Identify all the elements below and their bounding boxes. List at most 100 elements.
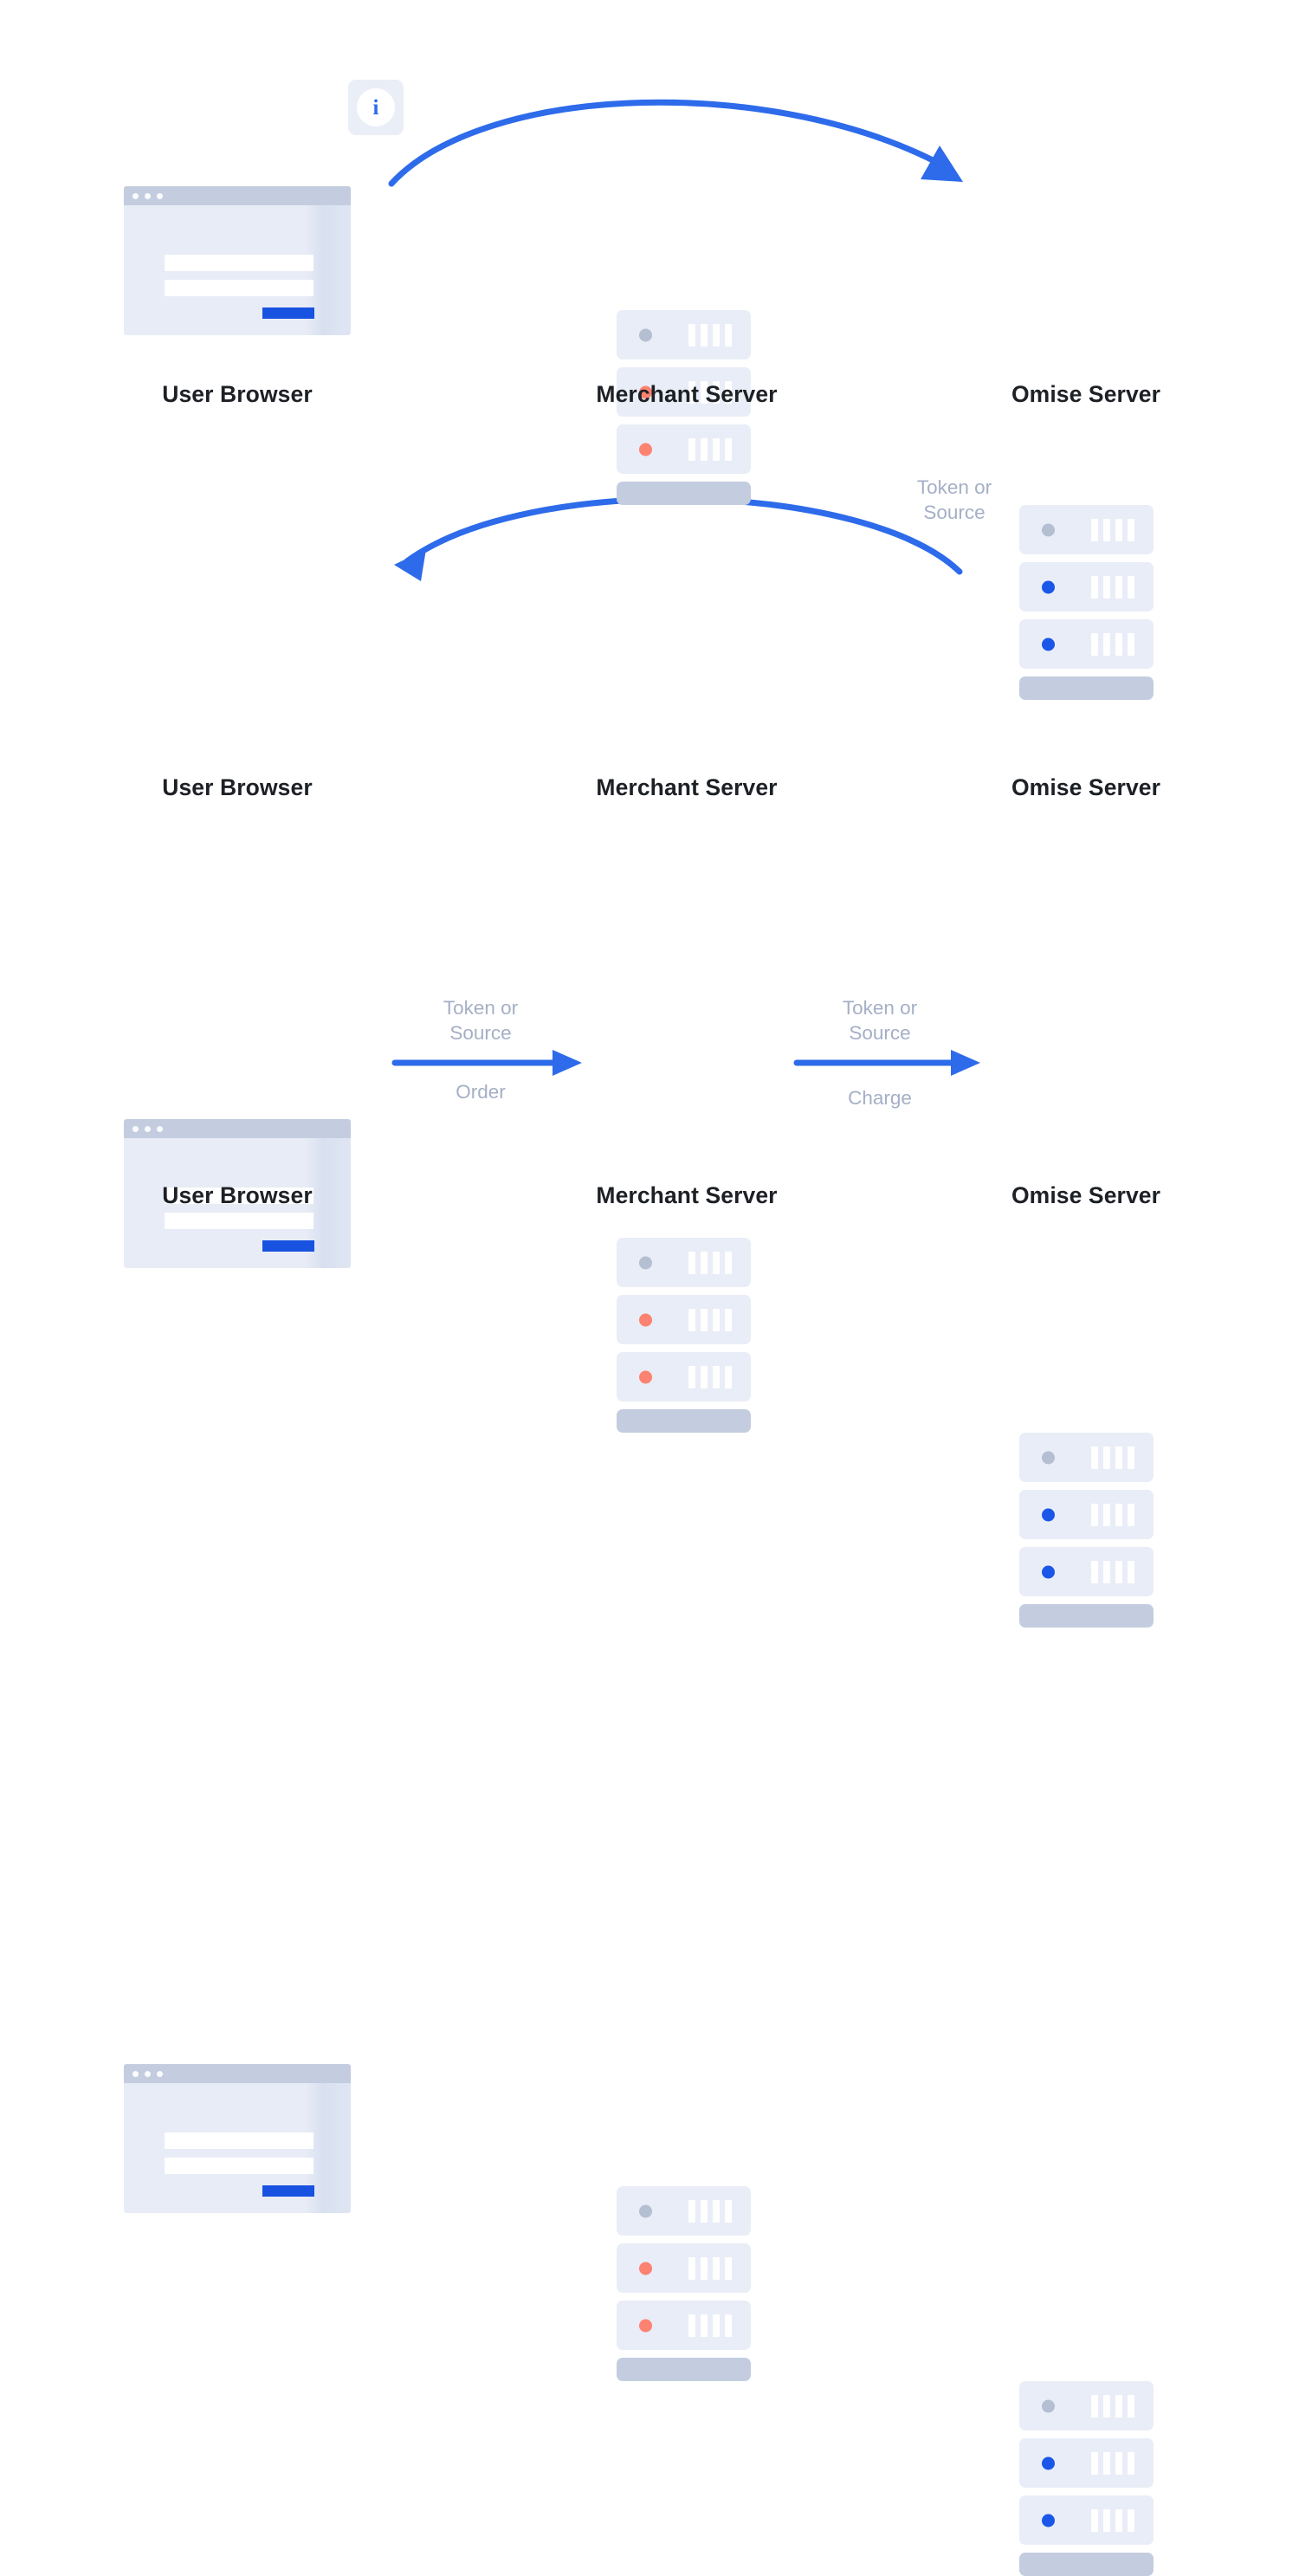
rack-vents-icon — [1091, 518, 1134, 541]
status-led-grey-icon — [639, 1256, 652, 1269]
rack-unit — [617, 1352, 751, 1401]
window-dot-close-icon — [132, 193, 139, 199]
rack-unit — [1019, 505, 1154, 554]
user-browser-window — [124, 1119, 351, 1268]
arc-omise-to-browser — [394, 495, 963, 581]
merchant-server-rack — [617, 310, 751, 505]
rack-vents-icon — [1091, 2394, 1134, 2417]
rack-vents-icon — [1091, 1560, 1134, 1583]
status-led-blue-icon — [1042, 1565, 1055, 1578]
caption-user-browser: User Browser — [162, 1182, 313, 1208]
rack-vents-icon — [688, 2314, 732, 2337]
status-led-red-icon — [639, 2319, 652, 2332]
rack-unit — [1019, 2381, 1154, 2430]
browser-window-dots — [132, 1126, 163, 1132]
window-dot-minimize-icon — [145, 1126, 151, 1132]
status-led-blue-icon — [1042, 638, 1055, 650]
rack-unit — [617, 424, 751, 474]
status-led-blue-icon — [1042, 1508, 1055, 1521]
caption-user-browser: User Browser — [162, 774, 313, 800]
browser-titlebar — [124, 1119, 351, 1138]
rack-unit — [1019, 1433, 1154, 1482]
rack-base — [617, 482, 751, 505]
status-led-blue-icon — [1042, 2514, 1055, 2527]
browser-titlebar — [124, 186, 351, 205]
rack-vents-icon — [1091, 2508, 1134, 2532]
browser-submit-button[interactable] — [262, 2185, 314, 2197]
caption-merchant-server: Merchant Server — [596, 774, 778, 800]
caption-omise-server: Omise Server — [1011, 381, 1161, 407]
rack-unit — [617, 367, 751, 417]
omise-server-rack — [1019, 505, 1154, 700]
omise-server-rack — [1019, 2381, 1154, 2576]
info-glyph: i — [357, 88, 395, 126]
rack-vents-icon — [1091, 575, 1134, 599]
status-led-red-icon — [639, 1313, 652, 1326]
browser-submit-button[interactable] — [262, 307, 314, 319]
status-led-red-icon — [639, 443, 652, 456]
status-led-grey-icon — [1042, 1451, 1055, 1464]
rack-unit — [1019, 562, 1154, 612]
rack-unit — [617, 310, 751, 359]
caption-merchant-server: Merchant Server — [596, 381, 778, 407]
rack-unit — [1019, 2438, 1154, 2488]
caption-omise-server: Omise Server — [1011, 1182, 1161, 1208]
window-dot-minimize-icon — [145, 193, 151, 199]
status-led-grey-icon — [639, 328, 652, 341]
window-dot-close-icon — [132, 1126, 139, 1132]
omise-server-rack — [1019, 1433, 1154, 1628]
window-dot-maximize-icon — [157, 2071, 163, 2077]
arrow-label-charge: Charge — [848, 1087, 912, 1109]
browser-window-dots — [132, 193, 163, 199]
browser-submit-button[interactable] — [262, 1240, 314, 1252]
rack-vents-icon — [1091, 2451, 1134, 2475]
status-led-red-icon — [639, 385, 652, 398]
browser-input-field[interactable] — [165, 1188, 313, 1204]
status-led-grey-icon — [1042, 2399, 1055, 2412]
rack-vents-icon — [688, 380, 732, 404]
rack-unit — [617, 2301, 751, 2350]
browser-input-field[interactable] — [165, 2158, 313, 2174]
browser-input-field[interactable] — [165, 1213, 313, 1229]
caption-merchant-server: Merchant Server — [596, 1182, 778, 1208]
diagram-canvas: i — [124, 80, 1161, 2576]
merchant-server-rack — [617, 2186, 751, 2381]
user-browser-window — [124, 186, 351, 335]
window-dot-maximize-icon — [157, 193, 163, 199]
user-browser-window — [124, 2064, 351, 2213]
status-led-blue-icon — [1042, 2456, 1055, 2469]
browser-input-field[interactable] — [165, 2133, 313, 2149]
caption-user-browser: User Browser — [162, 381, 313, 407]
browser-input-field[interactable] — [165, 280, 313, 296]
rack-vents-icon — [688, 1365, 732, 1388]
status-led-red-icon — [639, 2262, 652, 2275]
info-icon[interactable]: i — [348, 80, 404, 135]
status-led-grey-icon — [639, 2204, 652, 2217]
rack-base — [617, 1409, 751, 1433]
arrow-label-order: Order — [456, 1081, 506, 1103]
arrow-label-token-or-source: Token or Source — [842, 997, 918, 1044]
window-dot-maximize-icon — [157, 1126, 163, 1132]
status-led-blue-icon — [1042, 580, 1055, 593]
rack-vents-icon — [688, 1251, 732, 1274]
rack-vents-icon — [688, 1308, 732, 1331]
rack-unit — [1019, 2495, 1154, 2545]
arrow-merchant-to-omise — [793, 1050, 980, 1076]
caption-omise-server: Omise Server — [1011, 774, 1161, 800]
rack-unit — [617, 2243, 751, 2293]
rack-vents-icon — [688, 2256, 732, 2280]
rack-unit — [617, 1238, 751, 1287]
rack-vents-icon — [688, 437, 732, 461]
rack-base — [1019, 2553, 1154, 2576]
rack-base — [617, 2358, 751, 2381]
rack-unit — [617, 2186, 751, 2236]
rack-vents-icon — [688, 2199, 732, 2223]
arc-browser-to-omise — [388, 99, 963, 187]
rack-vents-icon — [1091, 1503, 1134, 1526]
browser-input-field[interactable] — [165, 255, 313, 271]
browser-window-dots — [132, 2071, 163, 2077]
rack-unit — [617, 1295, 751, 1344]
status-led-red-icon — [639, 1370, 652, 1383]
rack-unit — [1019, 619, 1154, 669]
rack-vents-icon — [688, 323, 732, 346]
